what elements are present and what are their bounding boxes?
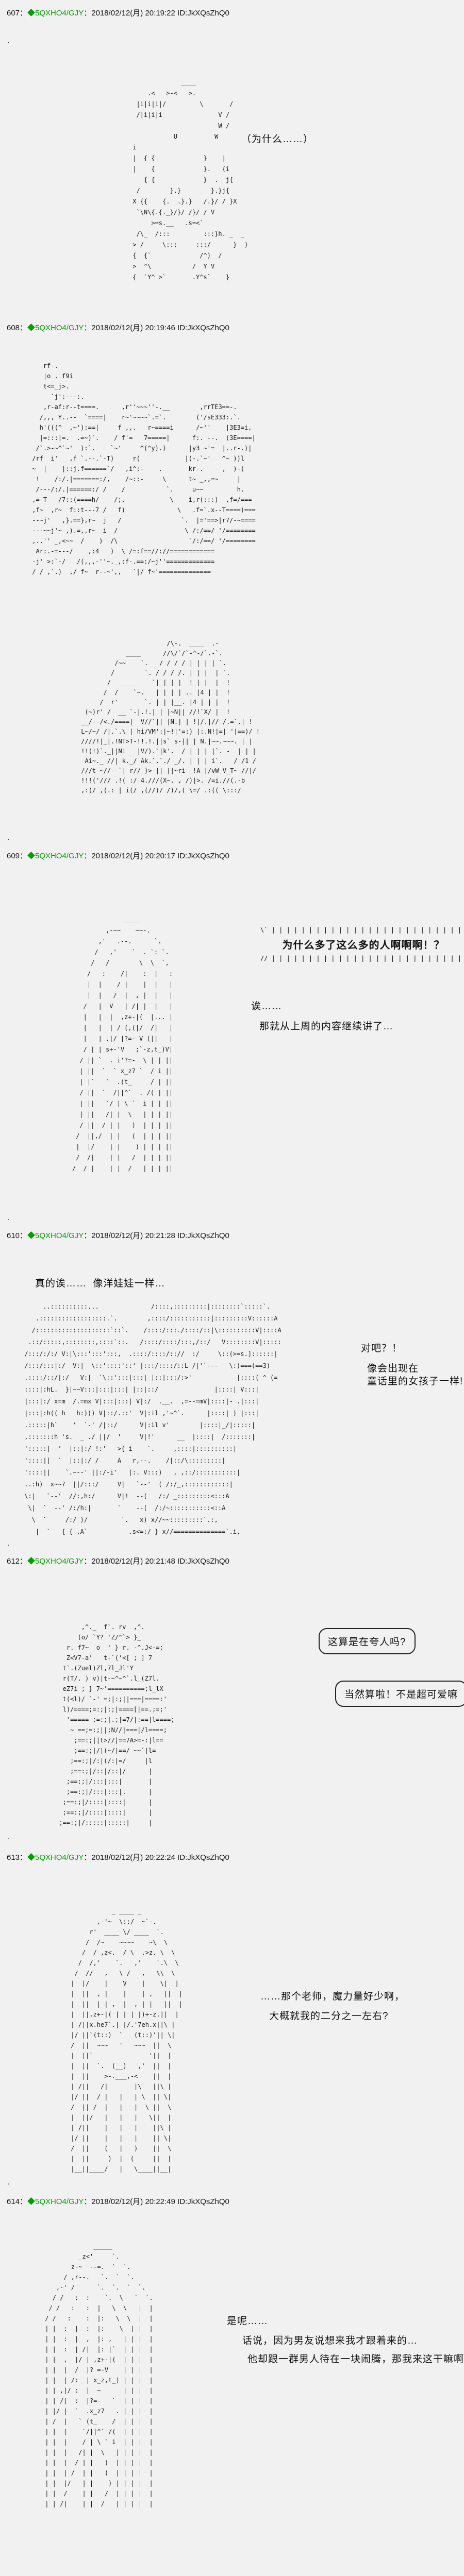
dialogue-text: 像会出现在	[367, 1363, 419, 1374]
poster-name: ◆5QXHO4/GJY	[27, 852, 84, 860]
ascii-art: ,^._ f`. rv ,^. (o/ `Y? 'Z/^`> }_ r. f7~…	[59, 1623, 175, 1826]
poster-name: ◆5QXHO4/GJY	[27, 1231, 84, 1240]
post-number: 607：	[7, 9, 28, 18]
ascii-art: _____ _z<' `. z-~ --=. ` `. / ,r--. `. `…	[45, 2243, 153, 2507]
ascii-art: _ ____ _ ,-'~ \::/ ~`-. r' ____ \/ ____ …	[71, 1908, 183, 2173]
poster-name: ◆5QXHO4/GJY	[27, 1557, 84, 1566]
poster-name: ◆5QXHO4/GJY	[27, 9, 84, 18]
post-separator-dot: .	[7, 2178, 10, 2187]
post-meta: ：2018/02/12(月) 20:22:24 ID:JkXQsZhQ0	[84, 1853, 229, 1862]
post-header: 607：◆5QXHO4/GJY：2018/02/12(月) 20:19:22 I…	[7, 7, 229, 18]
post-number: 609：	[7, 852, 28, 860]
dialogue-text: 那就从上周的内容继续讲了…	[259, 1021, 394, 1032]
dialogue-text: 对吧？！	[361, 1343, 403, 1354]
ascii-art: ____ .< >-< >. |i|i|i|/ \ / /|i|i|i V / …	[132, 79, 248, 281]
dialogue-text: 是呢……	[227, 2316, 269, 2327]
post-separator-dot: .	[7, 1539, 10, 1548]
poster-name: ◆5QXHO4/GJY	[27, 2197, 84, 2206]
post-number: 608：	[7, 324, 28, 332]
post-meta: ：2018/02/12(月) 20:19:22 ID:JkXQsZhQ0	[84, 9, 229, 18]
dialogue-text: ……那个老师，魔力量好少啊，	[260, 1991, 405, 2002]
speech-bubble: \` | | | | | | | | | | | | | | | | | | |…	[260, 926, 464, 962]
post-meta: ：2018/02/12(月) 20:20:17 ID:JkXQsZhQ0	[84, 852, 229, 860]
post-meta: ：2018/02/12(月) 20:19:46 ID:JkXQsZhQ0	[84, 324, 229, 332]
ascii-art: /\-. ____ .- ____ //\/`/`-^-/`.-`. /~~ `…	[81, 640, 260, 794]
post-header: 614：◆5QXHO4/GJY：2018/02/12(月) 20:22:49 I…	[7, 2196, 229, 2207]
post-meta: ：2018/02/12(月) 20:21:48 ID:JkXQsZhQ0	[84, 1557, 229, 1566]
post-separator-dot: .	[7, 1213, 10, 1222]
post-header: 612：◆5QXHO4/GJY：2018/02/12(月) 20:21:48 I…	[7, 1555, 229, 1566]
bubble-text: 为什么多了这么多的人啊啊啊！？	[282, 940, 445, 951]
post-number: 610：	[7, 1231, 28, 1240]
ascii-art: ____ ,-~~ ~~-. ,' .--. `. / ,' ` . `: `.…	[72, 916, 173, 1172]
post-separator-dot: .	[7, 36, 10, 45]
post-header: 613：◆5QXHO4/GJY：2018/02/12(月) 20:22:24 I…	[7, 1852, 229, 1862]
post-meta: ：2018/02/12(月) 20:22:49 ID:JkXQsZhQ0	[84, 2197, 229, 2206]
post-header: 610：◆5QXHO4/GJY：2018/02/12(月) 20:21:28 I…	[7, 1230, 229, 1241]
bubble-hatch-bottom: // | | | | | | | | | | | | | | | | | | |…	[260, 955, 464, 962]
dialogue-text: 真的诶…… 像洋娃娃一样…	[35, 1278, 165, 1289]
poster-name: ◆5QXHO4/GJY	[27, 324, 84, 332]
post-header: 608：◆5QXHO4/GJY：2018/02/12(月) 20:19:46 I…	[7, 322, 229, 333]
dialogue-text: 诶……	[251, 1001, 283, 1012]
speech-bubble: 这算是在夸人吗?	[319, 1628, 416, 1654]
poster-name: ◆5QXHO4/GJY	[27, 1853, 84, 1862]
dialogue-text: 童话里的女孩子一样!	[367, 1376, 463, 1387]
post-header: 609：◆5QXHO4/GJY：2018/02/12(月) 20:20:17 I…	[7, 850, 229, 861]
dialogue-text: 话说，因为男友说想来我才跟着来的…	[242, 2335, 418, 2346]
post-number: 613：	[7, 1853, 28, 1862]
post-separator-dot: .	[7, 1833, 10, 1841]
dialogue-text: 他却跟一群男人待在一块闹腾，那我来这干嘛啊…	[247, 2354, 464, 2365]
post-number: 614：	[7, 2197, 28, 2206]
bubble-hatch-top: \` | | | | | | | | | | | | | | | | | | |…	[260, 926, 462, 934]
dialogue-text: 大概就我的二分之一左右?	[269, 2011, 389, 2022]
speech-bubble: 当然算啦！不是超可爱嘛	[335, 1681, 464, 1707]
ascii-art: ..::::::::::... /::::,:::::::::|::::::::…	[24, 1303, 281, 1535]
post-separator-dot: .	[7, 833, 10, 842]
post-number: 612：	[7, 1557, 28, 1566]
post-meta: ：2018/02/12(月) 20:21:28 ID:JkXQsZhQ0	[84, 1231, 229, 1240]
ascii-art: rf-. |o . f9i t<=_j>. `j':---:. ,r-af:r-…	[32, 362, 256, 575]
dialogue-text: （为什么……）	[241, 134, 314, 145]
